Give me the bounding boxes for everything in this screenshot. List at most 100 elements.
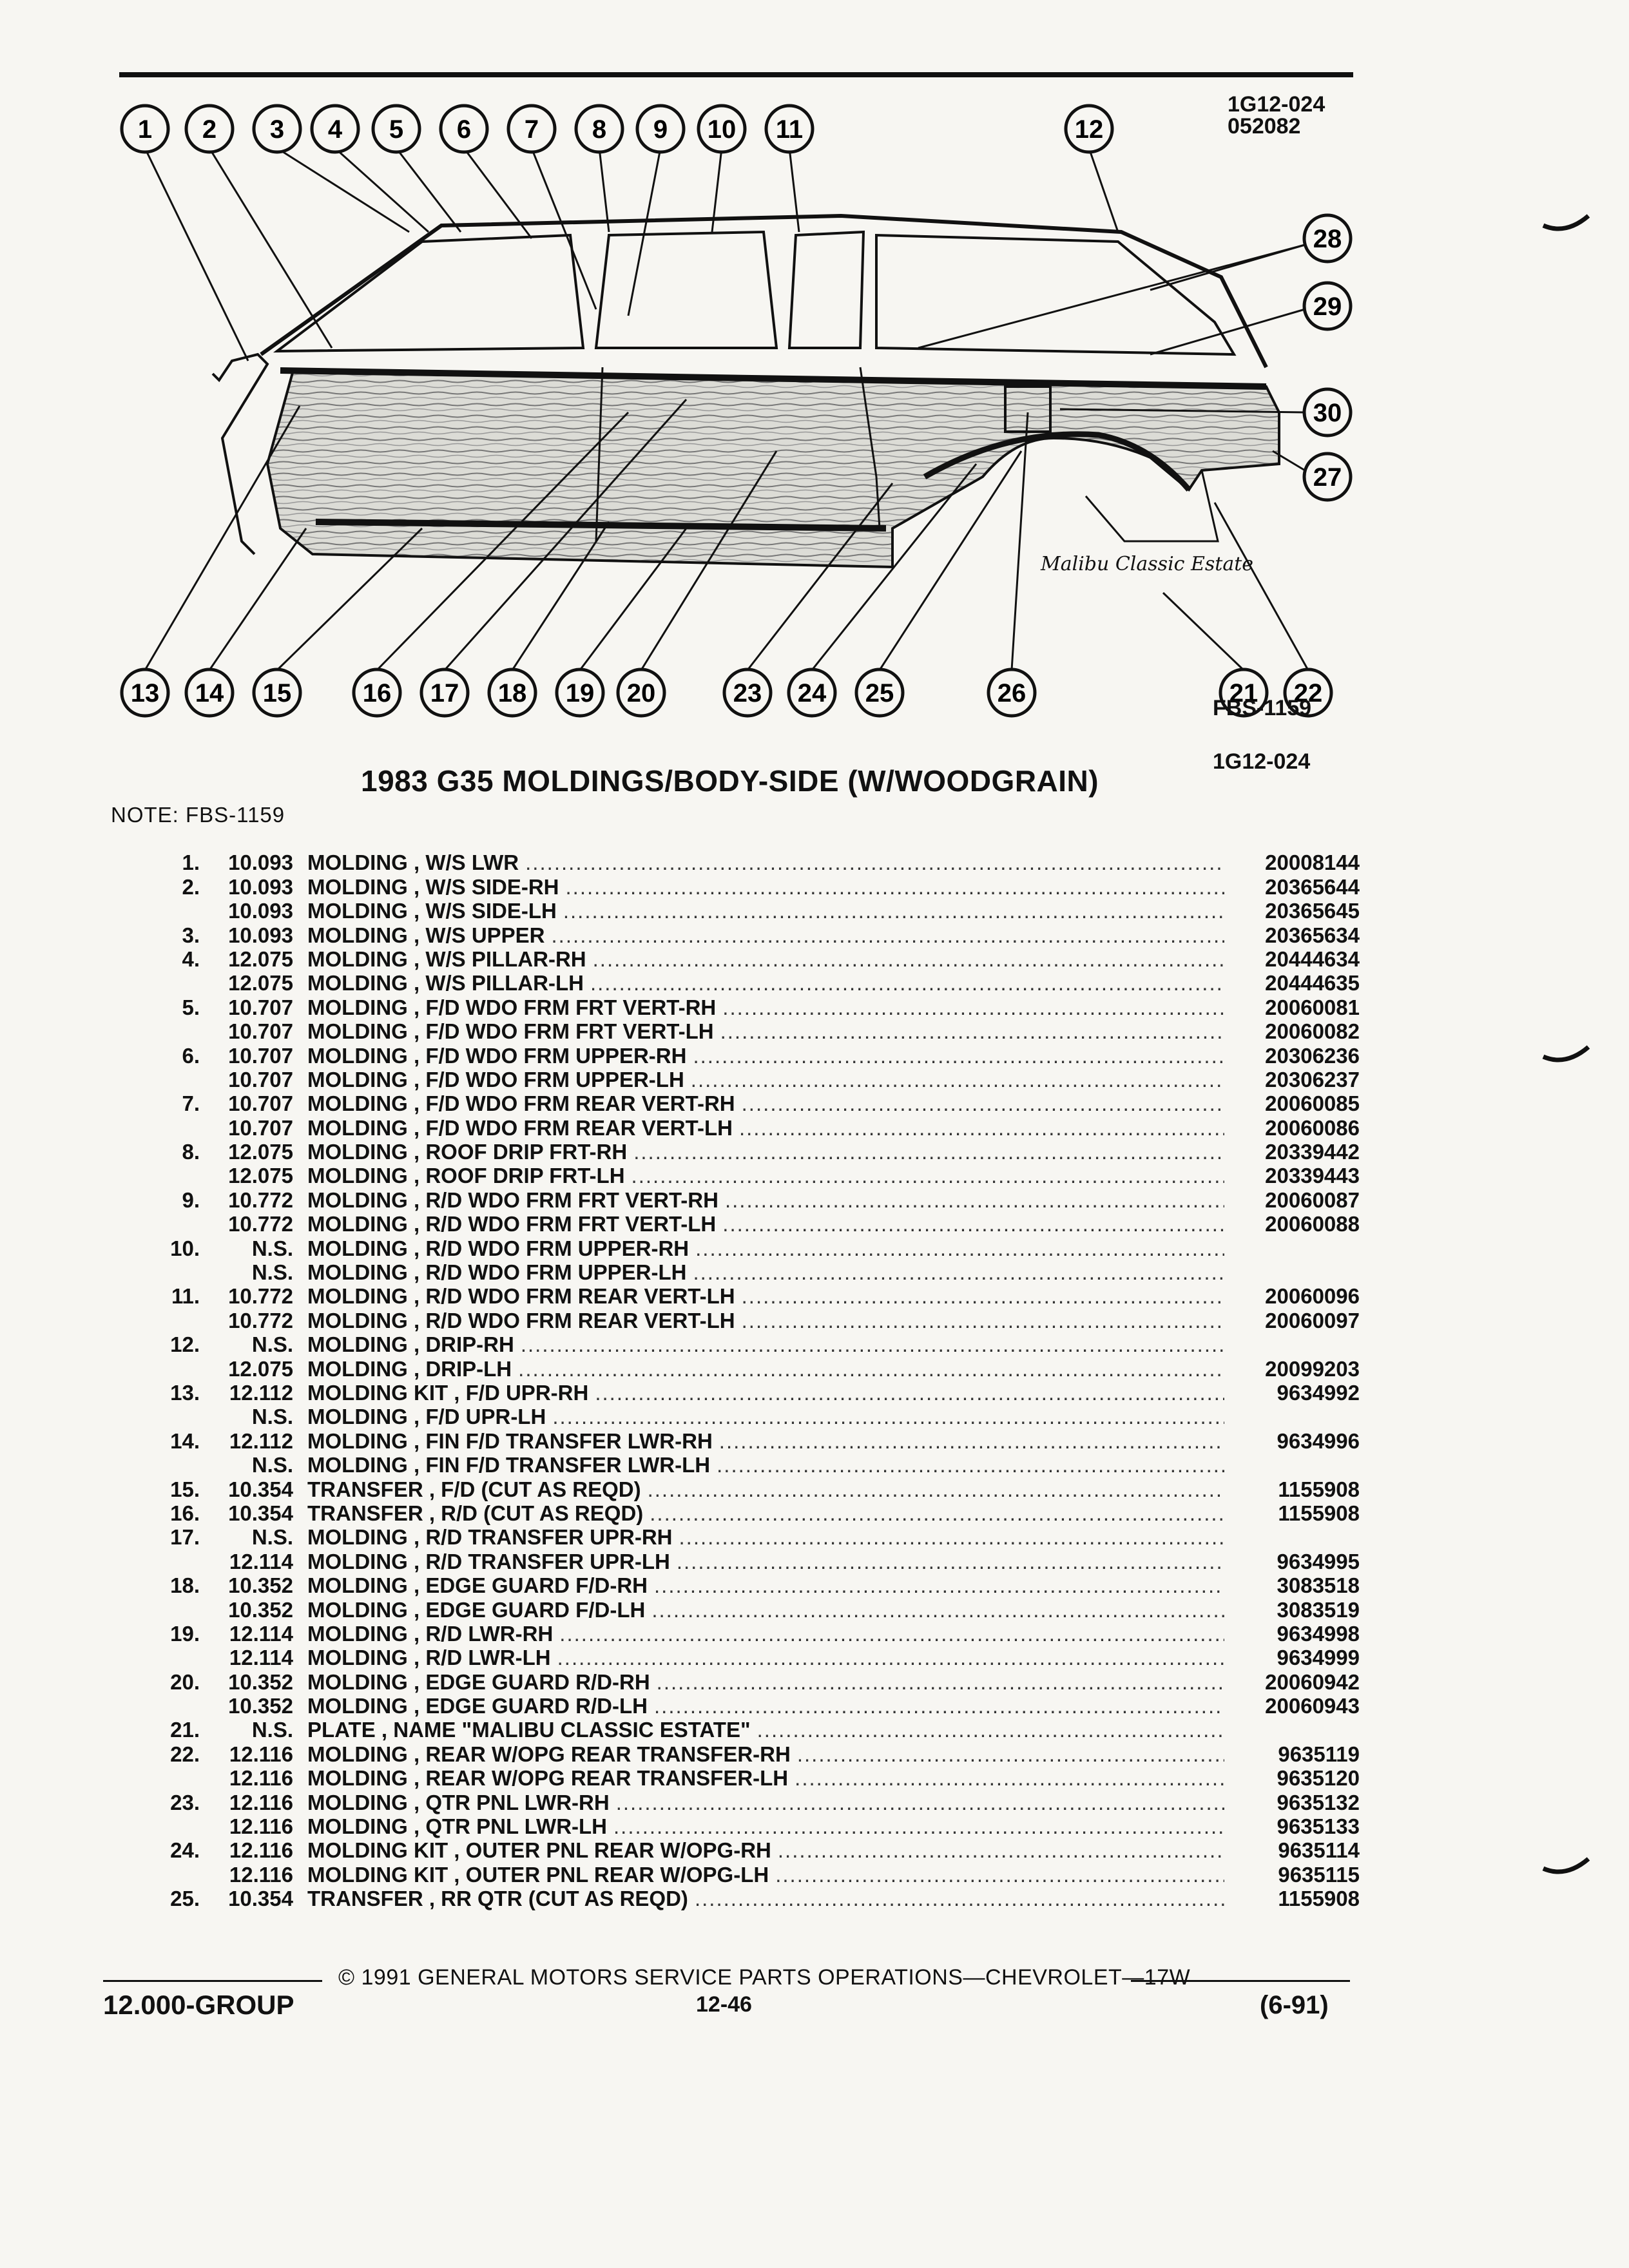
parts-row: 21.N.S.PLATE , NAME "MALIBU CLASSIC ESTA…	[129, 1716, 1360, 1740]
svg-text:13: 13	[131, 679, 160, 707]
part-description: MOLDING , W/S PILLAR-RH	[307, 947, 586, 971]
leader-dots	[650, 1503, 1224, 1524]
part-ref: 2.	[182, 874, 200, 899]
header-code-1: 1G12-024	[1228, 92, 1325, 117]
leader-dots	[552, 925, 1224, 946]
leader-dots	[739, 1117, 1224, 1139]
binder-mark-3	[1542, 1857, 1590, 1874]
part-number: 9634999	[1277, 1646, 1360, 1670]
svg-text:24: 24	[798, 679, 827, 707]
part-description: MOLDING , EDGE GUARD R/D-RH	[307, 1669, 650, 1694]
leader-dots	[693, 1045, 1224, 1066]
part-group: 10.772	[228, 1187, 293, 1212]
part-ref: 17.	[170, 1525, 200, 1550]
part-group: 12.075	[228, 1140, 293, 1164]
part-ref: 19.	[170, 1621, 200, 1646]
svg-text:14: 14	[195, 679, 224, 707]
leader-dots	[654, 1695, 1224, 1716]
callout-8: 8	[574, 104, 624, 154]
parts-row: 17.N.S.MOLDING , R/D TRANSFER UPR-RH	[129, 1524, 1360, 1548]
part-group: 10.707	[228, 995, 293, 1019]
part-number: 9635119	[1278, 1742, 1360, 1766]
leader-dots	[695, 1238, 1224, 1259]
part-description: MOLDING , ROOF DRIP FRT-RH	[307, 1140, 628, 1164]
part-description: MOLDING , R/D WDO FRM FRT VERT-RH	[307, 1187, 718, 1212]
callout-20: 20	[616, 668, 666, 718]
part-number: 9635120	[1277, 1766, 1360, 1791]
part-group: 10.354	[228, 1477, 293, 1501]
callout-7: 7	[506, 104, 557, 154]
callout-28: 28	[1302, 213, 1353, 264]
callout-2: 2	[184, 104, 235, 154]
callout-6: 6	[439, 104, 489, 154]
svg-text:5: 5	[389, 115, 403, 144]
callout-1: 1	[120, 104, 170, 154]
part-group: 12.075	[228, 971, 293, 995]
part-description: MOLDING , W/S LWR	[307, 850, 519, 875]
part-description: MOLDING , W/S SIDE-RH	[307, 874, 559, 899]
part-group: N.S.	[251, 1405, 293, 1429]
part-group: N.S.	[251, 1236, 293, 1260]
part-description: MOLDING , R/D TRANSFER UPR-RH	[307, 1525, 673, 1550]
part-number: 20060081	[1265, 995, 1360, 1019]
part-ref: 9.	[182, 1187, 200, 1212]
part-number: 3083519	[1277, 1597, 1360, 1622]
svg-text:4: 4	[328, 115, 343, 144]
part-ref: 10.	[170, 1236, 200, 1260]
part-group: 10.093	[228, 923, 293, 947]
part-description: MOLDING , EDGE GUARD F/D-RH	[307, 1573, 648, 1598]
part-number: 9634992	[1277, 1380, 1360, 1405]
part-description: TRANSFER , F/D (CUT AS REQD)	[307, 1477, 641, 1501]
part-ref: 25.	[170, 1887, 200, 1911]
svg-text:29: 29	[1313, 293, 1342, 321]
part-number: 9635114	[1278, 1838, 1360, 1863]
svg-text:1: 1	[138, 115, 152, 144]
part-group: N.S.	[251, 1260, 293, 1285]
part-number: 9635133	[1277, 1814, 1360, 1839]
part-description: MOLDING , DRIP-RH	[307, 1332, 514, 1357]
part-description: TRANSFER , R/D (CUT AS REQD)	[307, 1501, 644, 1525]
callout-27: 27	[1302, 452, 1353, 502]
parts-row: 10.707 MOLDING , F/D WDO FRM REAR VERT-LH…	[129, 1114, 1360, 1140]
leader-dots	[595, 1382, 1224, 1403]
leader-dots	[616, 1792, 1224, 1813]
revision-date: (6-91)	[1260, 1991, 1329, 2019]
part-description: MOLDING , R/D LWR-RH	[307, 1621, 554, 1646]
part-description: MOLDING KIT , OUTER PNL REAR W/OPG-RH	[307, 1838, 771, 1863]
callout-30: 30	[1302, 387, 1353, 437]
part-group: 12.114	[229, 1646, 293, 1670]
leader-dots	[695, 1888, 1224, 1909]
note: NOTE: FBS-1159	[111, 803, 285, 827]
part-number: 20060087	[1265, 1187, 1360, 1212]
svg-text:7: 7	[525, 115, 539, 144]
part-ref: 11.	[171, 1284, 200, 1309]
leader-dots	[631, 1165, 1224, 1186]
part-group: 12.112	[229, 1428, 293, 1453]
callout-5: 5	[371, 104, 421, 154]
svg-text:11: 11	[776, 115, 803, 144]
part-number: 20099203	[1265, 1356, 1360, 1381]
leader-dots	[552, 1406, 1224, 1427]
part-number: 1155908	[1278, 1501, 1360, 1525]
part-group: N.S.	[251, 1718, 293, 1742]
part-description: MOLDING , F/D WDO FRM REAR VERT-LH	[307, 1115, 733, 1140]
part-group: 10.093	[228, 899, 293, 923]
part-number: 20339442	[1265, 1140, 1360, 1164]
callout-23: 23	[722, 668, 773, 718]
parts-row: 9. 10.772 MOLDING , R/D WDO FRM FRT VERT-R…	[129, 1186, 1360, 1212]
figure-ref-fbs: FBS-1159	[1213, 696, 1312, 720]
callout-26: 26	[987, 668, 1037, 718]
callout-16: 16	[352, 668, 402, 718]
part-number: 20060096	[1265, 1284, 1360, 1309]
part-group: 10.707	[228, 1115, 293, 1140]
callout-10: 10	[697, 104, 747, 154]
